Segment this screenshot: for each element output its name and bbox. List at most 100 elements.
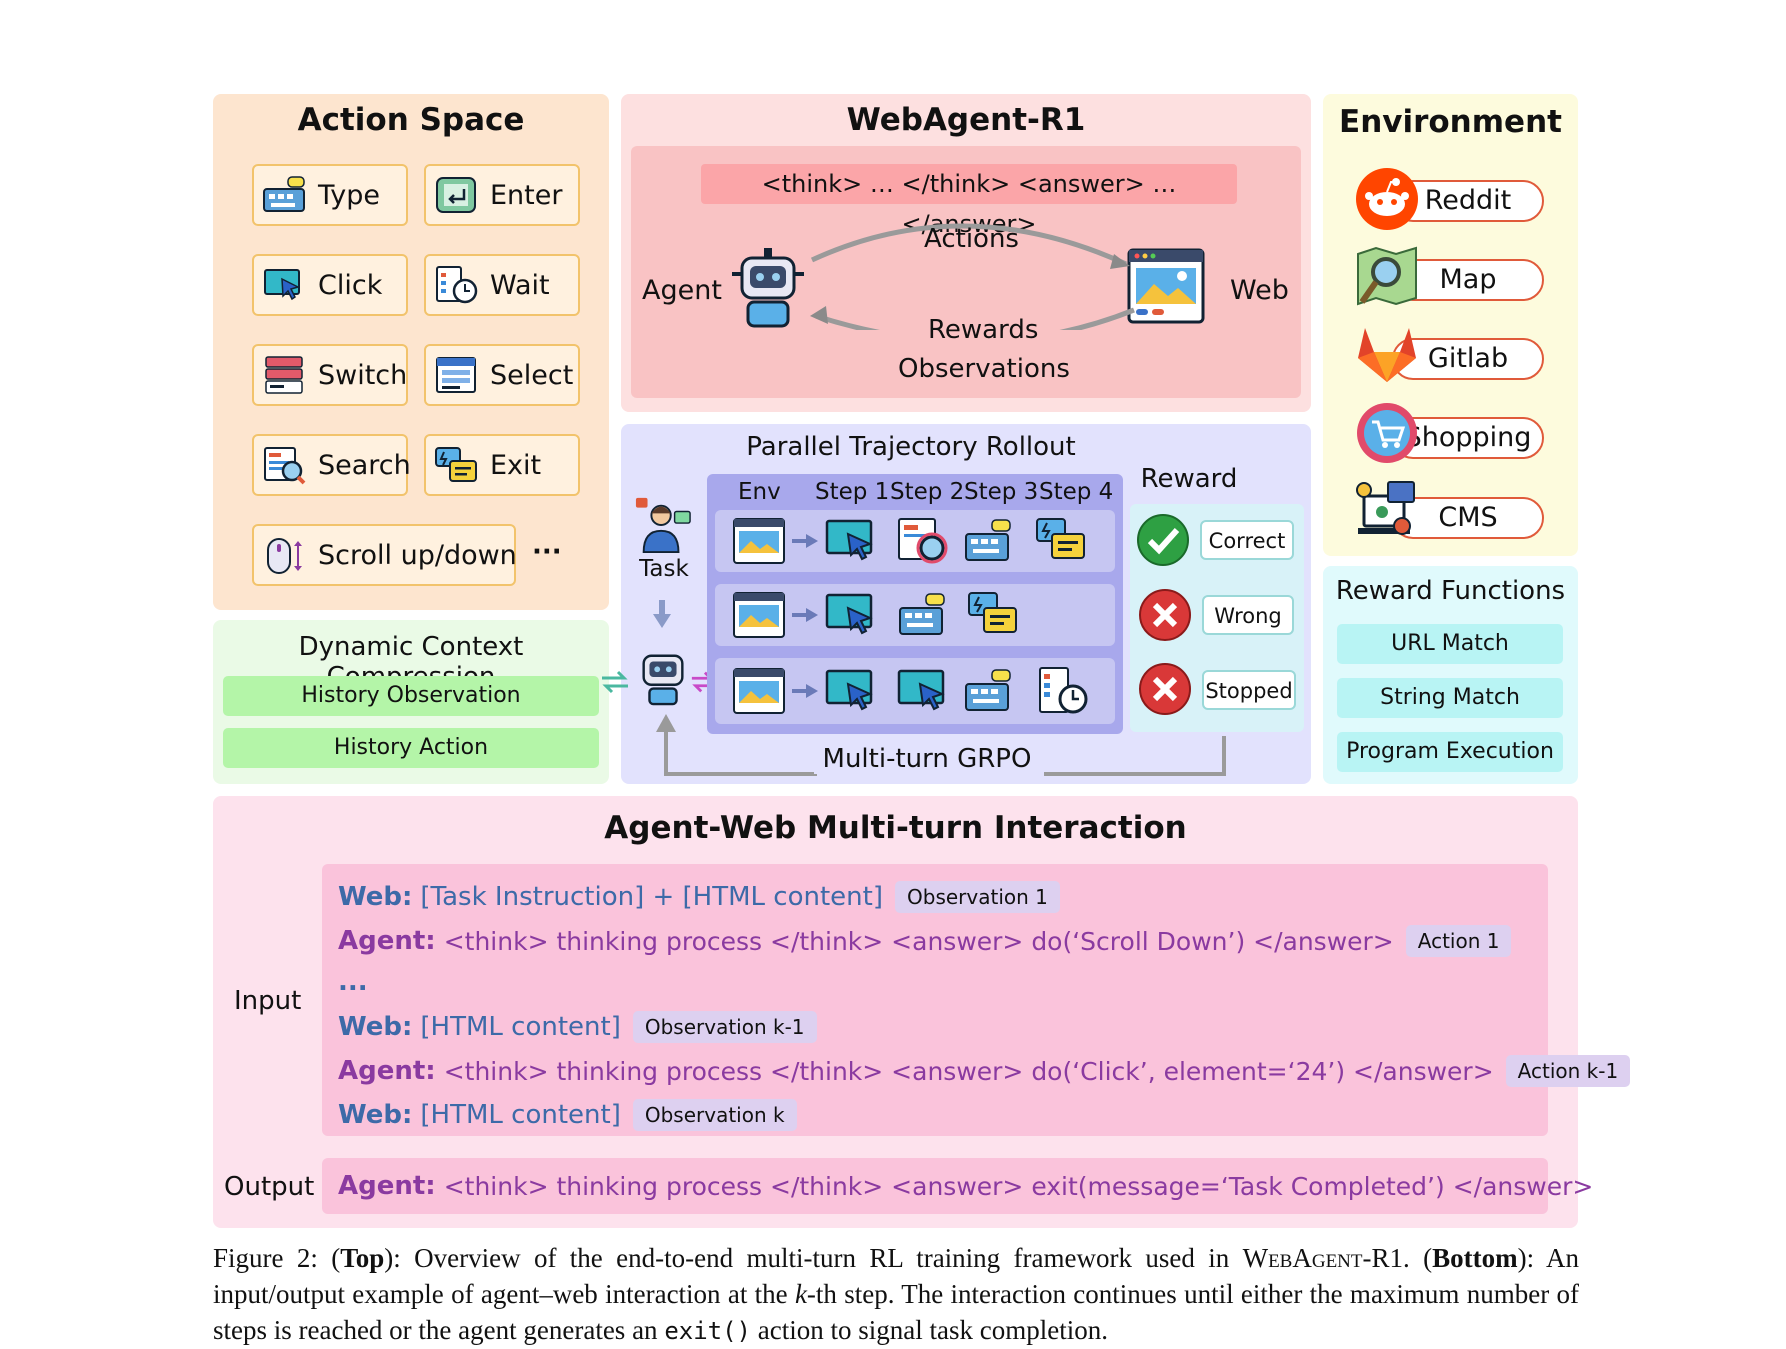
rollout-robot-icon xyxy=(642,654,684,706)
action-scroll: Scroll up/down xyxy=(252,524,517,586)
env-screen-icon xyxy=(733,518,785,564)
speaker-agent: Agent: xyxy=(338,1056,436,1086)
caption-part3: ): An input/output example of agent–web … xyxy=(213,1243,1579,1309)
caption-part5: action to signal task completion. xyxy=(751,1315,1108,1345)
line-text: [Task Instruction] + [HTML content] xyxy=(420,882,883,912)
step-arrow-icon xyxy=(792,684,818,698)
rollout-title: Parallel Trajectory Rollout xyxy=(746,432,1076,462)
action-exit-label: Exit xyxy=(490,449,542,481)
action-type: Type xyxy=(252,164,408,226)
actions-label: Actions xyxy=(924,224,1019,254)
line-text: <think> thinking process </think> <answe… xyxy=(443,1056,1494,1086)
continuation-dots: ... xyxy=(338,967,368,997)
reward-wrong: Wrong xyxy=(1202,595,1294,635)
action-wait: Wait xyxy=(424,254,580,316)
output-label: Output xyxy=(224,1172,315,1202)
keyboard-icon xyxy=(263,176,305,212)
exit-chat-icon xyxy=(435,447,477,482)
observation-tag: Observation k xyxy=(632,1099,797,1131)
program-execution-bar: Program Execution xyxy=(1337,732,1563,772)
header-env: Env xyxy=(738,479,781,505)
step-arrow-icon xyxy=(792,534,818,548)
action-tag: Action 1 xyxy=(1405,925,1512,957)
interaction-line-4: Web: [HTML content] Observation k-1 xyxy=(338,1009,817,1045)
header-step-4: Step 4 xyxy=(1039,479,1114,505)
cursor-click-icon xyxy=(264,269,301,301)
caption-code: exit() xyxy=(664,1317,752,1345)
compression-panel: Dynamic Context Compression History Obse… xyxy=(213,620,609,784)
speaker-agent: Agent: xyxy=(338,926,436,956)
click-step-icon xyxy=(825,593,873,635)
interaction-line-2: Agent: <think> thinking process </think>… xyxy=(338,923,1512,959)
task-label: Task xyxy=(639,556,689,582)
observation-tag: Observation k-1 xyxy=(632,1011,817,1043)
rewards-label: Rewards xyxy=(928,315,1039,345)
web-label: Web xyxy=(1230,275,1289,306)
type-step-icon xyxy=(965,519,1011,561)
history-observation-bar: History Observation xyxy=(223,676,599,716)
caption-fig: Figure 2: ( xyxy=(213,1243,341,1273)
gitlab-icon xyxy=(1358,328,1416,382)
action-search: Search xyxy=(252,434,411,496)
action-scroll-label: Scroll up/down xyxy=(318,539,517,571)
grpo-loop-arrow xyxy=(656,714,1226,776)
task-down-arrow xyxy=(653,600,671,628)
caption-part1: ): Overview of the end-to-end multi-turn… xyxy=(384,1243,1243,1273)
output-block xyxy=(322,1158,1548,1214)
speaker-agent: Agent: xyxy=(338,1171,436,1201)
exit-step-icon xyxy=(1036,518,1085,559)
interaction-line-6: Web: [HTML content] Observation k xyxy=(338,1097,797,1133)
web-browser-icon xyxy=(1127,248,1205,324)
switch-tabs-icon xyxy=(265,356,303,394)
speaker-web: Web: xyxy=(338,1100,413,1130)
environment-panel: Environment xyxy=(1323,94,1578,556)
search-step-icon xyxy=(898,518,948,564)
grpo-label: Multi-turn GRPO xyxy=(814,744,1040,774)
action-tag: Action k-1 xyxy=(1505,1055,1631,1087)
env-screen-icon xyxy=(733,592,785,638)
type-step-icon xyxy=(899,593,945,635)
step-arrow-icon xyxy=(792,608,818,622)
stopped-x-icon xyxy=(1139,663,1191,715)
enter-icon xyxy=(436,177,476,213)
shopping-cart-icon xyxy=(1357,403,1417,463)
reward-stopped: Stopped xyxy=(1202,670,1296,710)
action-exit: Exit xyxy=(424,434,580,496)
click-step-icon xyxy=(897,669,945,711)
speaker-web: Web: xyxy=(338,1012,413,1042)
search-icon xyxy=(264,447,306,485)
line-text: <think> thinking process </think> <answe… xyxy=(443,926,1394,956)
select-list-icon xyxy=(436,357,476,393)
interaction-line-3: ... xyxy=(338,964,368,1000)
clock-icon xyxy=(436,266,478,304)
speaker-web: Web: xyxy=(338,882,413,912)
action-enter-label: Enter xyxy=(490,179,563,211)
webagent-title: WebAgent-R1 xyxy=(846,102,1086,138)
agent-label: Agent xyxy=(642,275,722,306)
observation-tag: Observation 1 xyxy=(895,881,1060,913)
reward-title: Reward xyxy=(1140,464,1238,494)
agent-robot-icon xyxy=(732,248,804,328)
action-search-label: Search xyxy=(318,449,411,481)
reddit-icon xyxy=(1356,168,1418,230)
click-step-icon xyxy=(825,669,873,711)
think-answer-format: <think> … </think> <answer> … </answer> xyxy=(701,164,1237,238)
figure-caption: Figure 2: (Top): Overview of the end-to-… xyxy=(213,1240,1579,1349)
exit-step-icon xyxy=(968,592,1017,633)
reward-functions-title: Reward Functions xyxy=(1335,576,1566,606)
action-enter: Enter xyxy=(424,164,580,226)
history-action-bar: History Action xyxy=(223,728,599,768)
line-text: <think> thinking process </think> <answe… xyxy=(443,1171,1594,1201)
env-screen-icon xyxy=(733,668,785,714)
caption-bottom-bold: Bottom xyxy=(1432,1243,1518,1273)
caption-part2: . ( xyxy=(1403,1243,1433,1273)
interaction-title: Agent-Web Multi-turn Interaction xyxy=(604,810,1187,846)
environment-title: Environment xyxy=(1339,104,1562,140)
map-icon xyxy=(1357,246,1417,306)
action-switch: Switch xyxy=(252,344,408,406)
action-switch-label: Switch xyxy=(318,359,408,391)
cms-icon xyxy=(1356,481,1415,535)
action-type-label: Type xyxy=(318,179,381,211)
caption-k: k xyxy=(794,1279,807,1309)
action-click-label: Click xyxy=(318,269,383,301)
